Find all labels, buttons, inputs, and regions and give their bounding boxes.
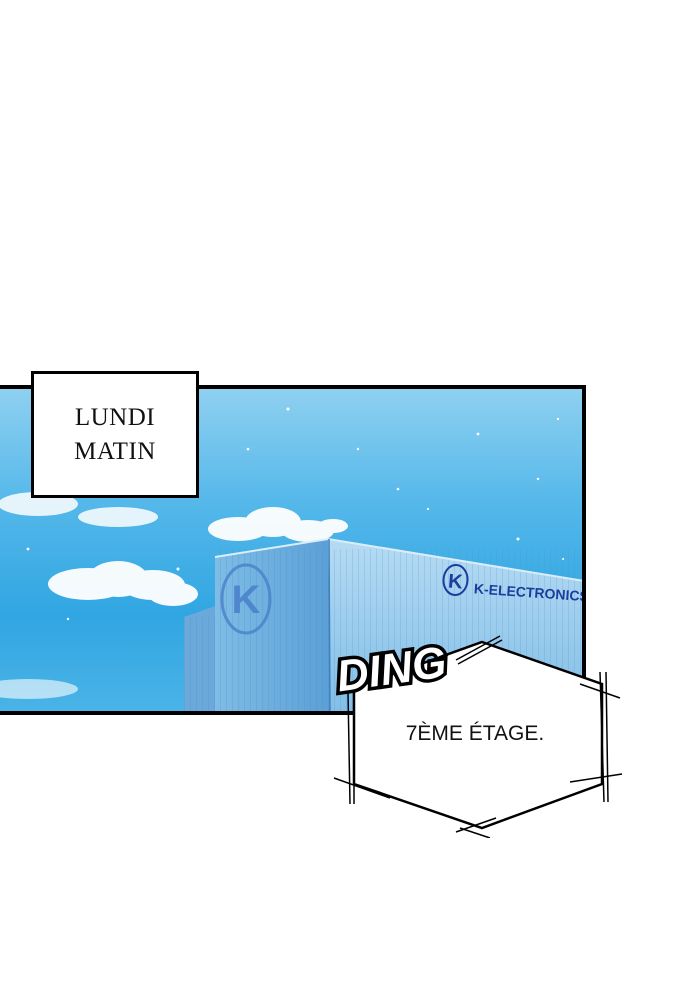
svg-text:K: K: [232, 578, 261, 622]
speech-bubble: [333, 635, 623, 838]
caption-line-1: LUNDI: [74, 403, 156, 431]
cloud: [208, 507, 348, 542]
caption-line-2: MATIN: [74, 437, 156, 465]
svg-text:K: K: [447, 571, 463, 594]
cloud: [0, 679, 78, 699]
cloud: [48, 561, 198, 606]
comic-panel: K K K-ELECTRONICS: [0, 385, 586, 715]
caption-box: LUNDI MATIN: [31, 371, 199, 498]
speech-bubble-text: 7ÈME ÉTAGE.: [405, 722, 545, 745]
k-logo-icon: K: [220, 563, 272, 635]
sfx-ding: DING: [332, 636, 450, 696]
svg-text:DING: DING: [334, 638, 450, 696]
caption-text: LUNDI MATIN: [74, 401, 156, 469]
building-back: [184, 605, 220, 711]
cloud: [0, 492, 158, 527]
